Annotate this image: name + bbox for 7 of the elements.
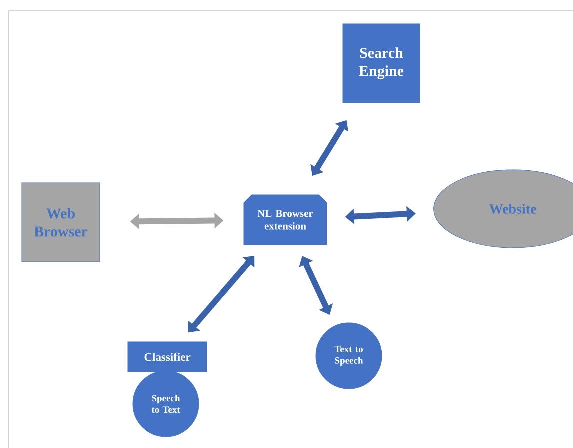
process-box: NL Browser extension <box>244 194 328 246</box>
process-box: Classifier <box>128 342 208 372</box>
process-box: Web Browser <box>22 182 100 262</box>
circle-node: Speech to Text <box>132 370 200 438</box>
process-box: Search Engine <box>342 24 420 104</box>
circle-node: Text to Speech <box>316 322 382 390</box>
ellipse-node: Website <box>434 170 573 248</box>
